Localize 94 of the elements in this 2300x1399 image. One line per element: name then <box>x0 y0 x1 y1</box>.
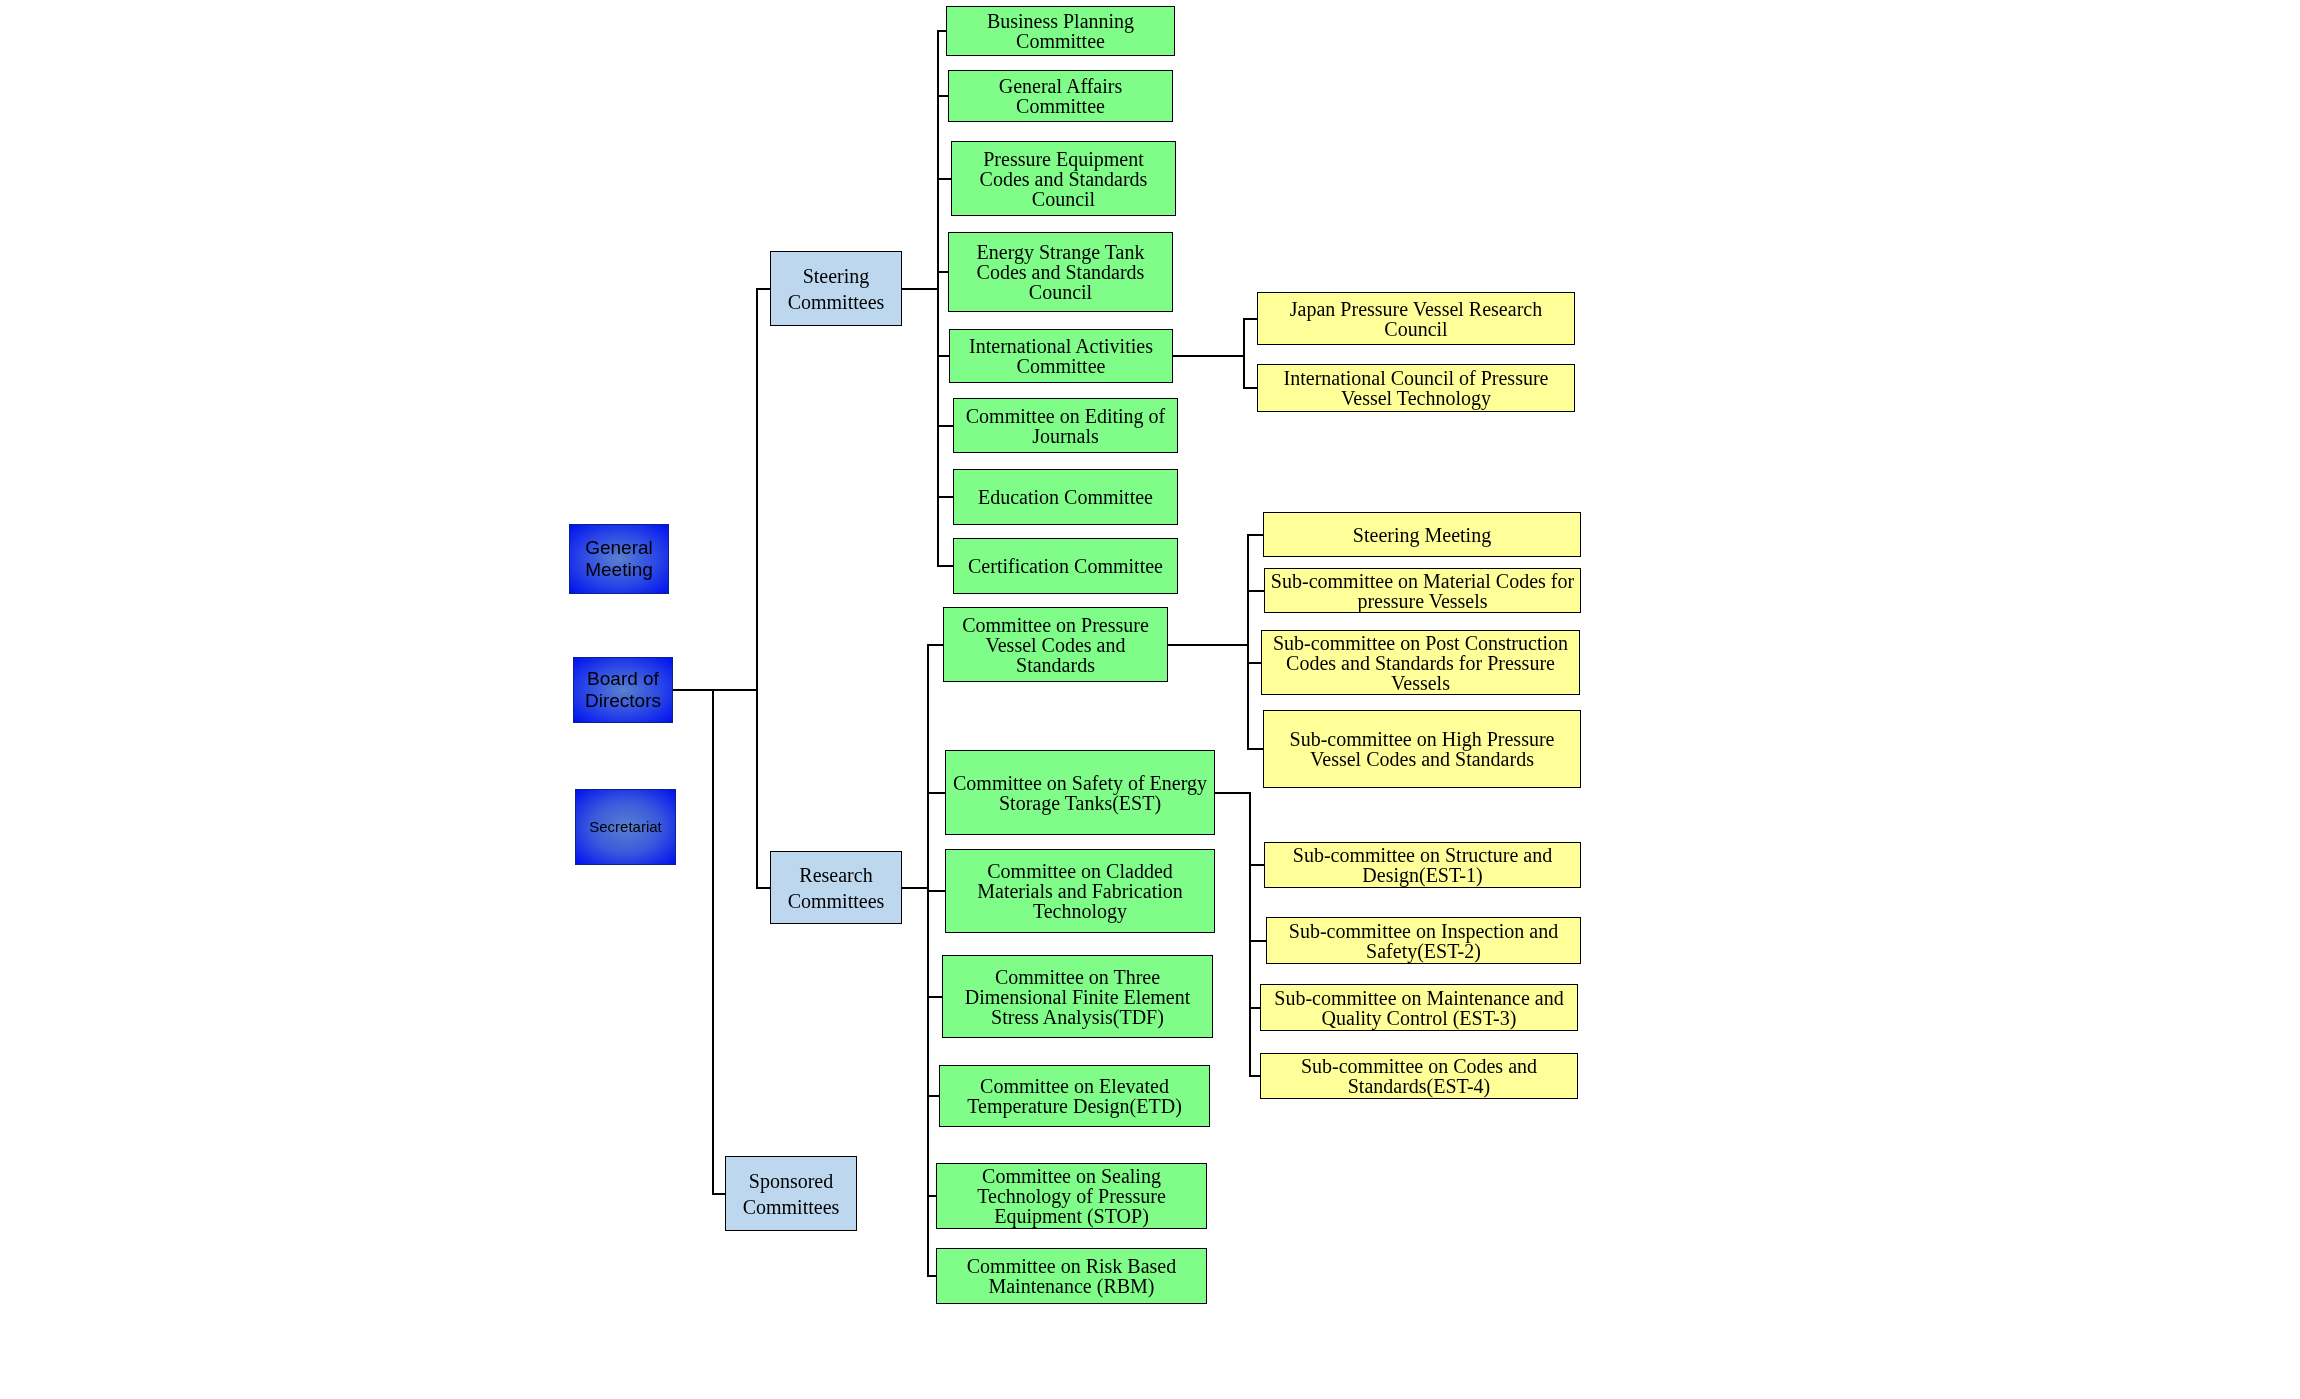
connector-line <box>927 1195 929 1277</box>
connector-line <box>1243 318 1245 357</box>
connector-line <box>937 271 939 290</box>
connector-line <box>927 1095 940 1097</box>
subcommittee-box: Sub-committee on High Pressure Vessel Codes and Standards <box>1263 710 1581 788</box>
committee-box: General Affairs Committee <box>948 70 1173 122</box>
committee-box: International Activities Committee <box>949 329 1173 383</box>
committee-box: Committee on Safety of Energy Storage Tanks(EST) <box>945 750 1215 835</box>
connector-line <box>756 288 758 691</box>
committee-box: Energy Strange Tank Codes and Standards Council <box>948 232 1173 312</box>
subcommittee-box: Sub-committee on Post Construction Codes and Standards for Pressure Vessels <box>1261 630 1580 695</box>
connector-line <box>1243 355 1245 389</box>
connector-line <box>712 689 758 691</box>
connector-line <box>672 689 714 691</box>
committee-box: Committee on Elevated Temperature Design(ETD) <box>939 1065 1210 1127</box>
connector-line <box>901 887 929 889</box>
connector-line <box>937 496 939 567</box>
category-box: Sponsored Committees <box>725 1156 857 1231</box>
connector-line <box>927 792 929 889</box>
committee-box: Certification Committee <box>953 538 1178 594</box>
connector-line <box>1249 940 1267 942</box>
connector-line <box>1247 534 1264 536</box>
subcommittee-box: Japan Pressure Vessel Research Council <box>1257 292 1575 345</box>
committee-box: Pressure Equipment Codes and Standards Council <box>951 141 1176 216</box>
connector-line <box>1243 387 1258 389</box>
connector-line <box>937 565 954 567</box>
committee-box: Education Committee <box>953 469 1178 525</box>
connector-line <box>712 689 714 1195</box>
connector-line <box>937 425 954 427</box>
category-box: Research Committees <box>770 851 902 924</box>
committee-box: Business Planning Committee <box>946 6 1175 56</box>
connector-line <box>927 644 929 794</box>
connector-line <box>756 689 758 889</box>
subcommittee-box: Sub-committee on Material Codes for pressure Vessels <box>1264 568 1581 613</box>
subcommittee-box: Sub-committee on Maintenance and Quality Control (EST-3) <box>1260 984 1578 1031</box>
committee-box: Committee on Sealing Technology of Pressure Equipment (STOP) <box>936 1163 1207 1229</box>
committee-box: Committee on Risk Based Maintenance (RBM) <box>936 1248 1207 1304</box>
connector-line <box>1247 644 1249 664</box>
connector-line <box>927 996 943 998</box>
subcommittee-box: Sub-committee on Inspection and Safety(EST-2) <box>1266 917 1581 964</box>
connector-line <box>927 792 946 794</box>
connector-line <box>1247 662 1262 664</box>
connector-line <box>937 95 939 180</box>
connector-line <box>1249 940 1251 1009</box>
connector-line <box>1247 662 1249 750</box>
connector-line <box>937 271 949 273</box>
committee-box: Committee on Pressure Vessel Codes and Standards <box>943 607 1168 682</box>
connector-line <box>1167 644 1249 646</box>
connector-line <box>1249 1075 1261 1077</box>
connector-line <box>927 890 946 892</box>
connector-line <box>927 644 944 646</box>
connector-line <box>937 30 947 32</box>
connector-line <box>1243 318 1258 320</box>
connector-line <box>1247 534 1249 592</box>
connector-line <box>1249 1007 1251 1077</box>
connector-line <box>1247 590 1249 646</box>
connector-line <box>1247 748 1264 750</box>
subcommittee-box: Sub-committee on Structure and Design(EST-1) <box>1264 842 1581 888</box>
connector-line <box>1249 1007 1261 1009</box>
connector-line <box>937 355 950 357</box>
committee-box: Committee on Three Dimensional Finite Element Stress Analysis(TDF) <box>942 955 1213 1038</box>
connector-line <box>1249 864 1265 866</box>
connector-line <box>937 355 939 427</box>
subcommittee-box: Steering Meeting <box>1263 512 1581 557</box>
connector-line <box>1214 792 1251 794</box>
connector-line <box>927 890 929 998</box>
connector-line <box>937 178 952 180</box>
connector-line <box>901 288 939 290</box>
connector-line <box>937 425 939 498</box>
governance-box: Board of Directors <box>573 657 673 723</box>
committee-box: Committee on Cladded Materials and Fabrication Technology <box>945 849 1215 933</box>
connector-line <box>927 1095 929 1197</box>
connector-line <box>927 1195 937 1197</box>
connector-line <box>1172 355 1245 357</box>
connector-line <box>937 95 949 97</box>
connector-line <box>1249 792 1251 866</box>
committee-box: Committee on Editing of Journals <box>953 398 1178 453</box>
connector-line <box>756 887 771 889</box>
connector-line <box>927 887 929 892</box>
connector-line <box>937 30 939 97</box>
connector-line <box>937 178 939 273</box>
governance-box: Secretariat <box>575 789 676 865</box>
subcommittee-box: Sub-committee on Codes and Standards(EST-4) <box>1260 1053 1578 1099</box>
connector-line <box>756 288 771 290</box>
subcommittee-box: International Council of Pressure Vessel Technology <box>1257 364 1575 412</box>
connector-line <box>937 288 939 357</box>
connector-line <box>937 496 954 498</box>
connector-line <box>927 1275 937 1277</box>
connector-line <box>1249 864 1251 942</box>
category-box: Steering Committees <box>770 251 902 326</box>
governance-box: General Meeting <box>569 524 669 594</box>
connector-line <box>927 996 929 1097</box>
connector-line <box>1247 590 1265 592</box>
connector-line <box>712 1193 726 1195</box>
